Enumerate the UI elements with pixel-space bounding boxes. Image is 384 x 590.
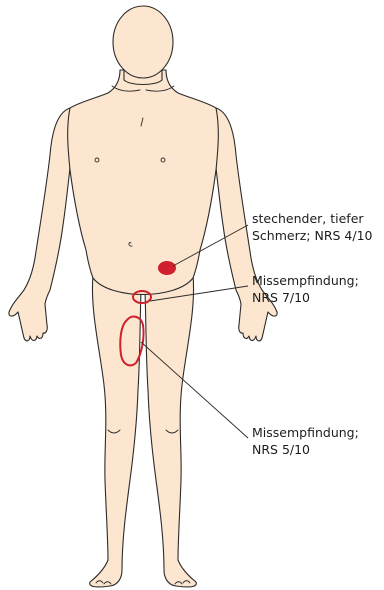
annotation-2-line-2: NRS 7/10	[252, 289, 359, 306]
annotation-dysesthesia-nrs5: Missempfindung; NRS 5/10	[252, 424, 359, 458]
annotation-dysesthesia-nrs7: Missempfindung; NRS 7/10	[252, 272, 359, 306]
annotation-1-line-2: Schmerz; NRS 4/10	[252, 227, 373, 244]
left-arm	[9, 108, 70, 341]
torso	[68, 70, 219, 295]
annotation-3-line-1: Missempfindung;	[252, 424, 359, 441]
human-body-figure	[9, 6, 277, 587]
annotation-1-line-1: stechender, tiefer	[252, 210, 373, 227]
annotation-stabbing-pain: stechender, tiefer Schmerz; NRS 4/10	[252, 210, 373, 244]
annotation-2-line-1: Missempfindung;	[252, 272, 359, 289]
annotation-3-line-2: NRS 5/10	[252, 441, 359, 458]
pain-marker-filled	[158, 261, 176, 275]
left-leg	[90, 275, 141, 587]
head	[113, 6, 173, 78]
right-leg	[145, 275, 196, 587]
